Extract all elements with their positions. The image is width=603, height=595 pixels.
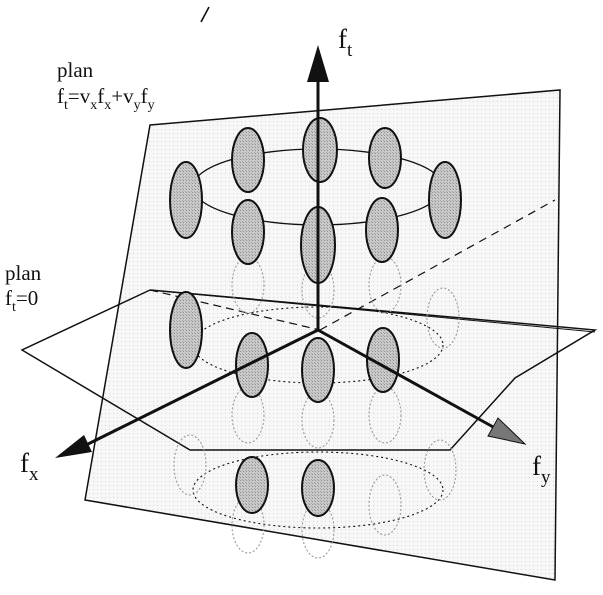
fy-axis	[317, 328, 527, 445]
zero-plane-equation: ft=0	[5, 286, 38, 315]
ellipse-top-left	[231, 127, 265, 193]
fx-arrowhead	[55, 435, 92, 458]
ellipse-left	[169, 161, 203, 239]
lower-ring	[192, 451, 444, 529]
fy-axis-label: fy	[532, 451, 551, 488]
ellipse-top-center	[302, 117, 338, 183]
ellipse-bottom-b	[301, 459, 335, 517]
velocity-plane-title: plan	[57, 58, 94, 82]
ellipse-top-right	[368, 127, 402, 189]
ellipse-mid-a	[235, 332, 269, 398]
ellipse-front-right	[365, 197, 399, 263]
zero-plane-title: plan	[5, 261, 42, 285]
fx-axis	[55, 328, 319, 458]
stray-mark	[200, 6, 210, 23]
ft-axis-label: ft	[338, 24, 353, 61]
ellipse-front-left	[231, 199, 265, 265]
ellipse-right	[428, 161, 462, 239]
ellipse-mid-b	[301, 337, 335, 403]
fy-arrowhead	[487, 417, 527, 445]
dashed-edge-right	[319, 199, 556, 331]
ft-arrowhead	[307, 45, 329, 82]
ft-axis	[307, 45, 329, 330]
fx-axis-label: fx	[20, 448, 39, 485]
ellipse-bottom-a	[235, 456, 269, 514]
ellipse-mid-c	[366, 327, 400, 393]
zero-plane	[20, 289, 598, 451]
velocity-plane-equation: ft=vxfx+vyfy	[57, 84, 155, 113]
ellipse-mid-left	[169, 291, 203, 369]
